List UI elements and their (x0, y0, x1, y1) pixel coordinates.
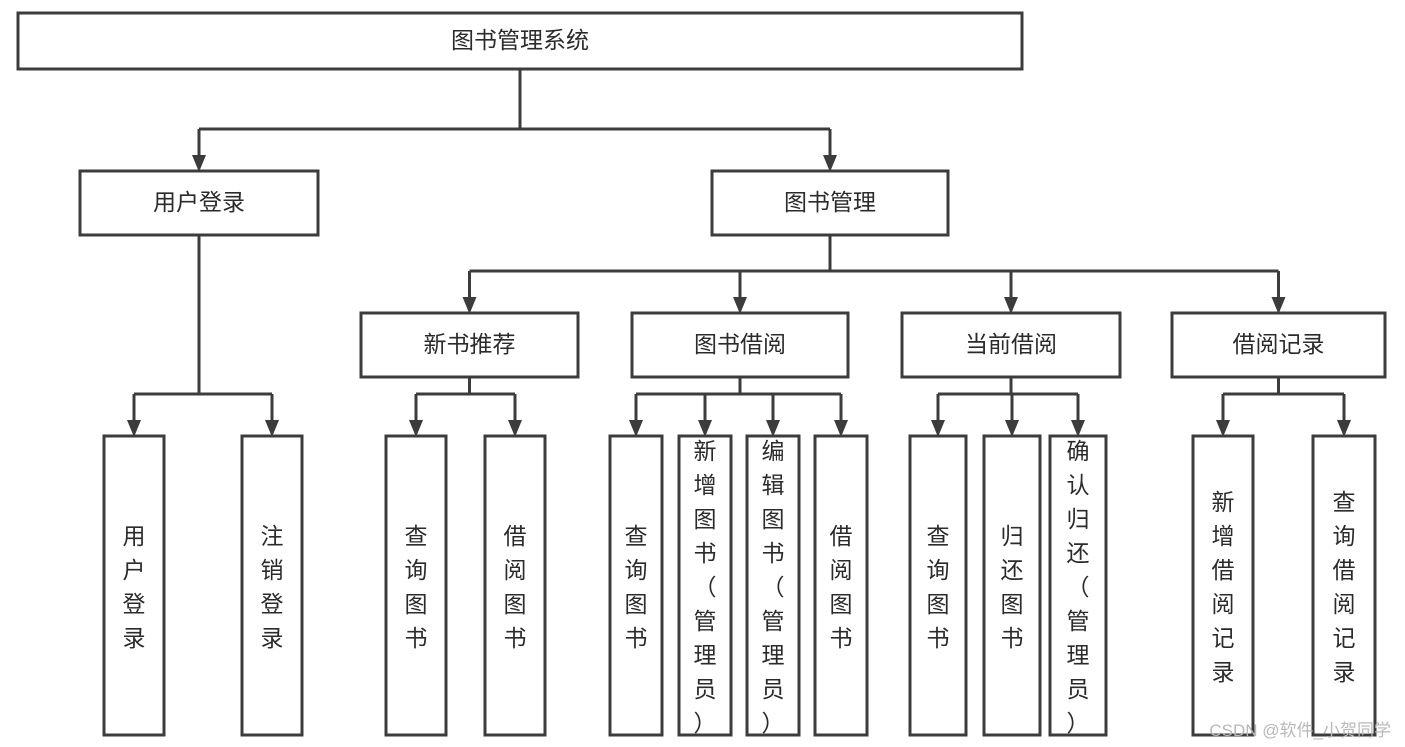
node-box (1311, 434, 1377, 737)
arrow-head-icon (192, 155, 206, 172)
node-box (359, 311, 580, 379)
node-box (240, 434, 304, 737)
node-label: 查询借阅记录 (1333, 489, 1356, 685)
node-label: 用户登录 (123, 523, 146, 651)
arrow-head-icon (629, 420, 643, 437)
watermark-text: CSDN @软件_小贺同学 (1209, 721, 1391, 740)
nodes-layer: 图书管理系统用户登录图书管理新书推荐图书借阅当前借阅借阅记录用户登录注销登录查询… (16, 11, 1387, 737)
node-box (1048, 434, 1108, 737)
edges-layer (127, 69, 1351, 437)
node-box (1191, 434, 1255, 737)
node-box (78, 169, 320, 237)
node-box (745, 434, 801, 737)
arrow-head-icon (1005, 420, 1019, 437)
node-box (483, 434, 547, 737)
node-box (908, 434, 968, 737)
node-label: 当前借阅 (965, 331, 1057, 357)
node-label: 归还图书 (1001, 523, 1024, 651)
node-label: 图书管理系统 (451, 27, 589, 53)
node-label: 新增借阅记录 (1212, 489, 1235, 685)
arrow-head-icon (823, 155, 837, 172)
node-label: 查询图书 (625, 523, 648, 651)
node-label: 查询图书 (927, 523, 950, 651)
node-box (630, 311, 850, 379)
node-l3_2[interactable]: 当前借阅 (900, 311, 1122, 379)
node-leaf_4[interactable]: 查询图书 (608, 434, 664, 737)
node-l3_3[interactable]: 借阅记录 (1170, 311, 1387, 379)
arrow-head-icon (462, 297, 477, 314)
arrow-head-icon (733, 297, 747, 314)
node-l3_0[interactable]: 新书推荐 (359, 311, 580, 379)
arrow-head-icon (1216, 420, 1230, 437)
node-box (710, 169, 950, 237)
node-l2_0[interactable]: 用户登录 (78, 169, 320, 237)
arrow-head-icon (508, 420, 522, 437)
node-box (982, 434, 1042, 737)
node-box (900, 311, 1122, 379)
node-leaf_0[interactable]: 用户登录 (102, 434, 166, 737)
node-label: 注销登录 (261, 523, 284, 651)
arrow-head-icon (1071, 420, 1085, 437)
arrow-head-icon (698, 420, 712, 437)
node-box (102, 434, 166, 737)
node-leaf_7[interactable]: 借阅图书 (813, 434, 869, 737)
node-label: 借阅记录 (1233, 331, 1325, 357)
arrow-head-icon (766, 420, 780, 437)
arrow-head-icon (1337, 420, 1351, 437)
arrow-head-icon (265, 420, 279, 437)
arrow-head-icon (127, 420, 141, 437)
node-label: 借阅图书 (504, 523, 527, 651)
node-box (813, 434, 869, 737)
node-label: 用户登录 (153, 189, 245, 215)
node-box (608, 434, 664, 737)
arrow-head-icon (1004, 297, 1018, 314)
node-label: 新增图书（管理员） (694, 438, 717, 736)
node-l2_1[interactable]: 图书管理 (710, 169, 950, 237)
arrow-head-icon (834, 420, 848, 437)
node-root[interactable]: 图书管理系统 (16, 11, 1024, 71)
node-leaf_2[interactable]: 查询图书 (384, 434, 448, 737)
node-l3_1[interactable]: 图书借阅 (630, 311, 850, 379)
arrow-head-icon (931, 420, 945, 437)
node-leaf_1[interactable]: 注销登录 (240, 434, 304, 737)
node-label: 查询图书 (405, 523, 428, 651)
node-leaf_9[interactable]: 归还图书 (982, 434, 1042, 737)
node-box (677, 434, 733, 737)
arrow-head-icon (1271, 297, 1286, 314)
node-leaf_12[interactable]: 查询借阅记录 (1311, 434, 1377, 737)
node-label: 借阅图书 (830, 523, 853, 651)
node-leaf_8[interactable]: 查询图书 (908, 434, 968, 737)
node-leaf_3[interactable]: 借阅图书 (483, 434, 547, 737)
arrow-head-icon (409, 420, 423, 437)
node-label: 确认归还（管理员） (1067, 438, 1090, 736)
node-box (16, 11, 1024, 71)
node-box (1170, 311, 1387, 379)
node-label: 图书借阅 (694, 331, 786, 357)
node-leaf_11[interactable]: 新增借阅记录 (1191, 434, 1255, 737)
node-label: 编辑图书（管理员） (762, 438, 785, 736)
node-label: 图书管理 (784, 189, 876, 215)
node-leaf_6[interactable]: 编辑图书（管理员） (745, 434, 801, 737)
node-box (384, 434, 448, 737)
node-leaf_10[interactable]: 确认归还（管理员） (1048, 434, 1108, 737)
node-label: 新书推荐 (424, 331, 516, 357)
node-leaf_5[interactable]: 新增图书（管理员） (677, 434, 733, 737)
